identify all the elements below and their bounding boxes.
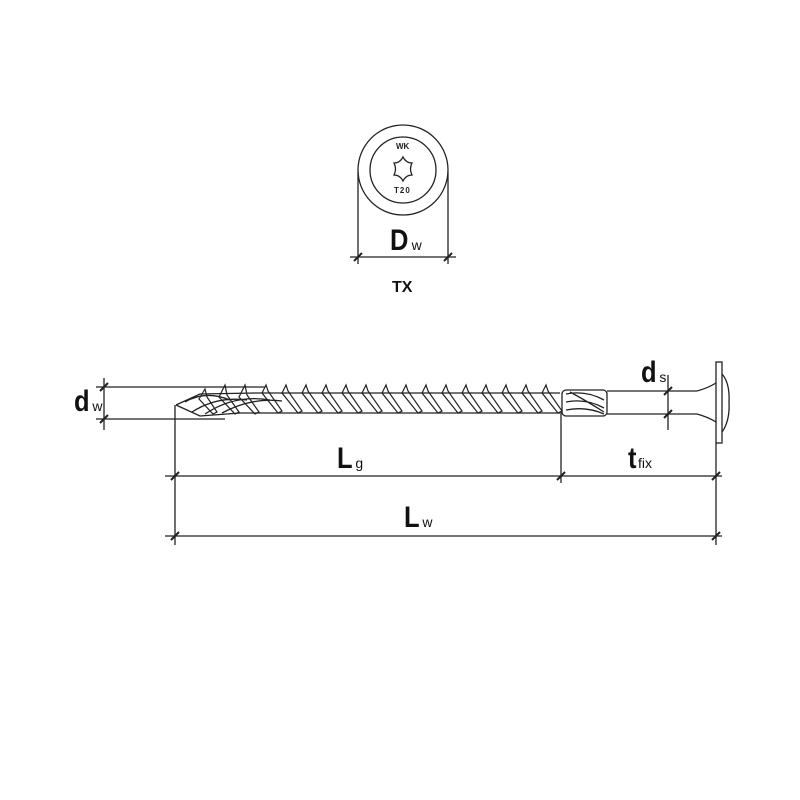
head-marking-bottom: T20	[394, 186, 411, 195]
drive-type-label: TX	[392, 279, 413, 296]
head-marking-top: WK	[396, 142, 410, 151]
torx-recess-icon	[392, 155, 414, 183]
head-inner-circle	[369, 136, 437, 204]
head-outer-circle	[357, 124, 449, 216]
